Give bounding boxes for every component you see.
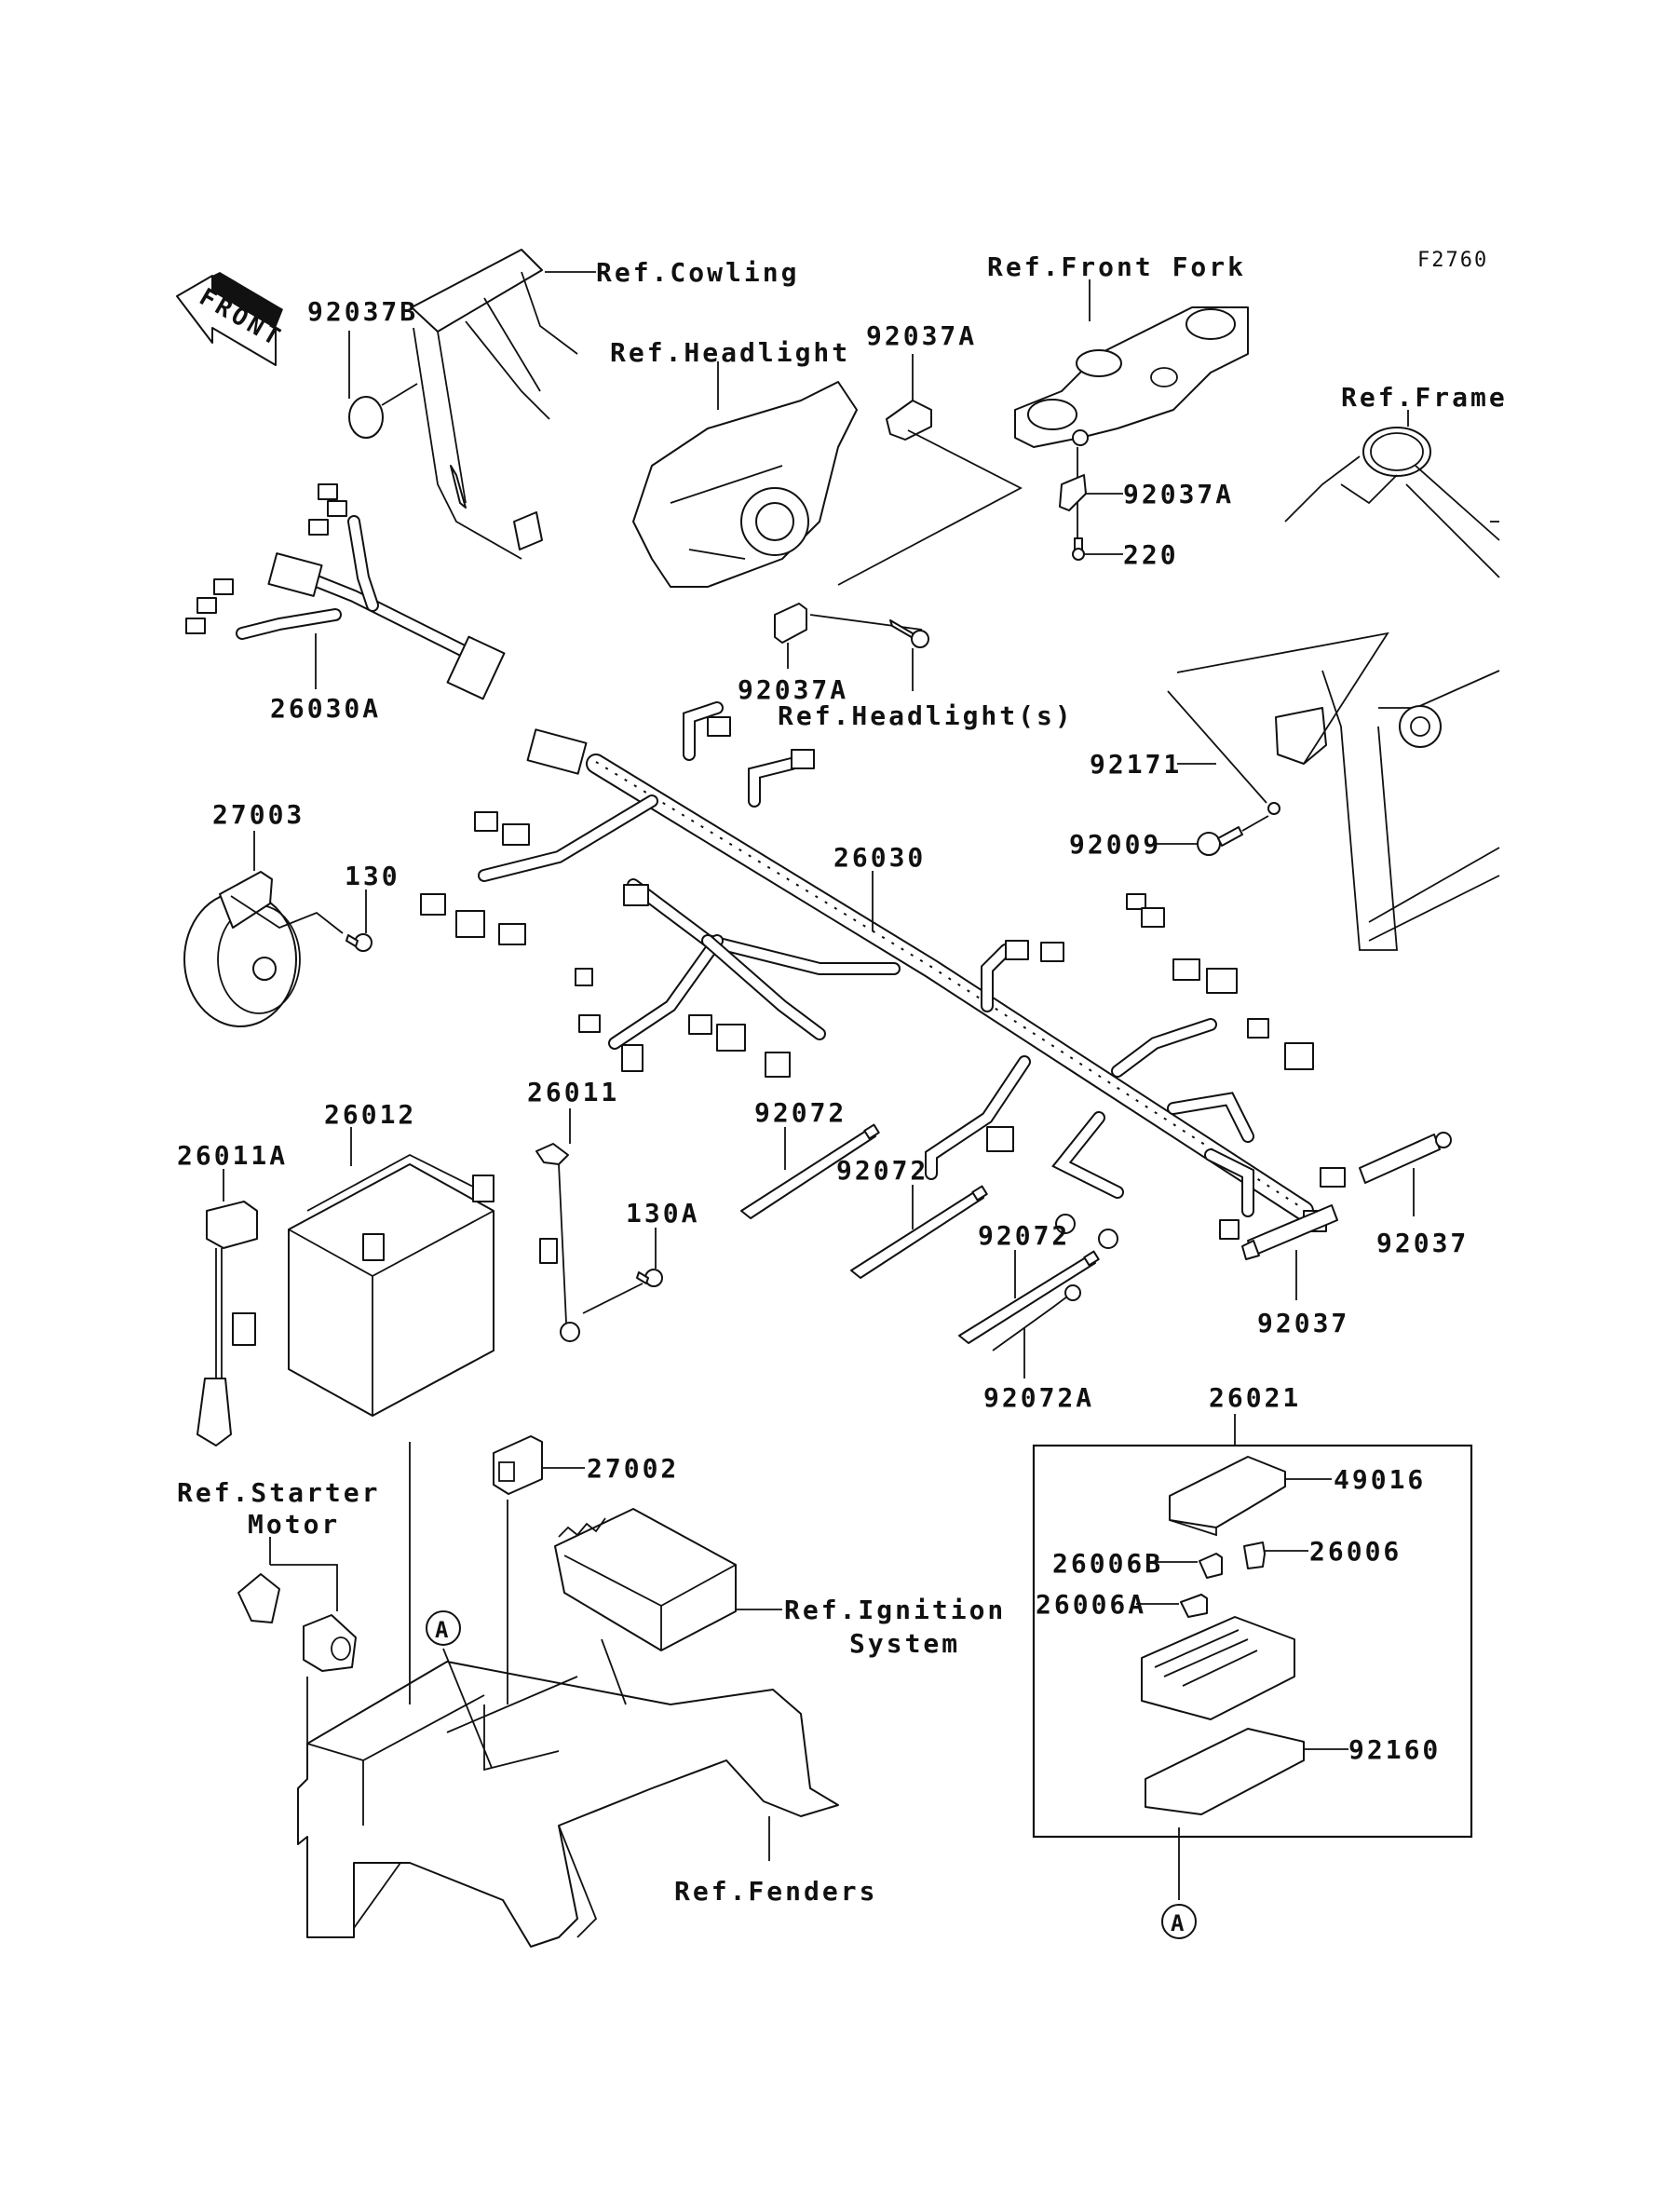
frame <box>1275 427 1500 951</box>
band-92037-lower-icon <box>1241 1204 1338 1260</box>
front-arrow-icon: FRONT <box>176 272 288 366</box>
cable-tie-92072-3-icon <box>958 1250 1100 1344</box>
part-92009-label: 92009 <box>1069 829 1161 860</box>
clip-92037A-top-icon <box>886 400 932 441</box>
fuse-box-tray-92160-icon <box>1145 1728 1305 1815</box>
fuse-box-base-icon <box>1141 1616 1295 1720</box>
part-27003-label: 27003 <box>212 799 305 830</box>
front-fork-clamp <box>1014 306 1249 448</box>
clip-92037A-mid-icon <box>774 603 807 644</box>
part-92037A-top-label: 92037A <box>866 320 977 351</box>
part-220-label: 220 <box>1123 539 1179 570</box>
part-26011A-label: 26011A <box>177 1140 288 1171</box>
fuse-26006-icon <box>1243 1541 1266 1569</box>
part-92072-2-label: 92072 <box>836 1155 928 1186</box>
bolt-130A-icon <box>636 1269 663 1287</box>
band-92037-upper-icon <box>1359 1132 1452 1184</box>
ref-headlights-label: Ref.Headlight(s) <box>778 700 1074 731</box>
part-26012-label: 26012 <box>324 1099 416 1130</box>
part-92171-label: 92171 <box>1090 749 1182 780</box>
part-92037A-fork-label: 92037A <box>1123 479 1234 509</box>
part-92160-label: 92160 <box>1348 1734 1441 1765</box>
fuse-26006B-icon <box>1199 1553 1223 1579</box>
cable-26011A <box>196 1201 258 1446</box>
part-27002-label: 27002 <box>587 1453 679 1484</box>
ignition-unit <box>554 1508 737 1651</box>
ref-starter-label-line2: Motor <box>248 1509 340 1540</box>
ref-ignition-label-line2: System <box>849 1628 960 1659</box>
clip-92037A-fork-icon <box>1059 474 1087 511</box>
part-130-label: 130 <box>345 861 400 891</box>
part-26006-label: 26006 <box>1309 1536 1402 1567</box>
ref-starter-label-line1: Ref.Starter <box>177 1477 380 1508</box>
part-92072A-label: 92072A <box>983 1382 1094 1413</box>
relay-27002-icon <box>493 1435 543 1495</box>
strap-92171-icon <box>1167 690 1267 804</box>
screw-92009-icon <box>1197 826 1243 856</box>
part-92072-1-label: 92072 <box>754 1097 847 1128</box>
callout-a-tray: A <box>426 1610 461 1646</box>
part-26006A-label: 26006A <box>1036 1589 1146 1620</box>
part-26030-label: 26030 <box>833 842 926 873</box>
part-92072-3-label: 92072 <box>978 1220 1070 1251</box>
part-92037B-label: 92037B <box>307 296 418 327</box>
ref-cowling-label: Ref.Cowling <box>596 257 799 288</box>
cable-tie-92072-1-icon <box>740 1123 880 1219</box>
ref-frame-label: Ref.Frame <box>1341 382 1508 413</box>
fuse-cover-49016-icon <box>1169 1456 1286 1537</box>
cowling-stay <box>411 249 578 560</box>
battery-tray <box>297 1661 839 1948</box>
part-49016-label: 49016 <box>1334 1464 1426 1495</box>
cable-tie-92072A-icon <box>992 1284 1081 1351</box>
part-26021-label: 26021 <box>1209 1382 1301 1413</box>
horn-27003 <box>183 871 301 1027</box>
part-26030A-label: 26030A <box>270 693 381 724</box>
bolt-220-icon <box>1072 537 1085 561</box>
part-26006B-label: 26006B <box>1052 1548 1163 1579</box>
diagram-code: F2760 <box>1417 249 1488 272</box>
part-130A-label: 130A <box>626 1198 699 1229</box>
svg-text:A: A <box>1171 1910 1185 1936</box>
bolt-130-icon <box>345 933 373 952</box>
clamp-92037B-icon <box>348 396 384 439</box>
part-92037-upper-label: 92037 <box>1376 1228 1469 1258</box>
callout-a-fusebox: A <box>1161 1904 1197 1939</box>
sub-harness-26030A <box>185 483 506 700</box>
screw-headlight-icon <box>889 619 929 648</box>
cable-tie-92072-2-icon <box>850 1185 988 1279</box>
starter-relay <box>237 1573 357 1672</box>
headlight <box>632 381 858 588</box>
battery-26012 <box>288 1153 495 1417</box>
main-harness-26030 <box>420 701 1346 1249</box>
fuse-box-assembly-frame <box>1032 1444 1473 1839</box>
ref-headlight-label: Ref.Headlight <box>610 337 850 368</box>
cable-26011 <box>535 1143 580 1342</box>
part-92037-lower-label: 92037 <box>1257 1308 1349 1338</box>
part-92037A-mid-label: 92037A <box>738 674 848 705</box>
fuse-26006A-icon <box>1180 1594 1208 1618</box>
part-26011-label: 26011 <box>527 1077 619 1107</box>
ref-front-fork-label: Ref.Front Fork <box>987 251 1246 282</box>
ref-ignition-label-line1: Ref.Ignition <box>784 1595 1006 1625</box>
ref-fenders-label: Ref.Fenders <box>674 1876 877 1907</box>
svg-text:A: A <box>435 1617 449 1643</box>
